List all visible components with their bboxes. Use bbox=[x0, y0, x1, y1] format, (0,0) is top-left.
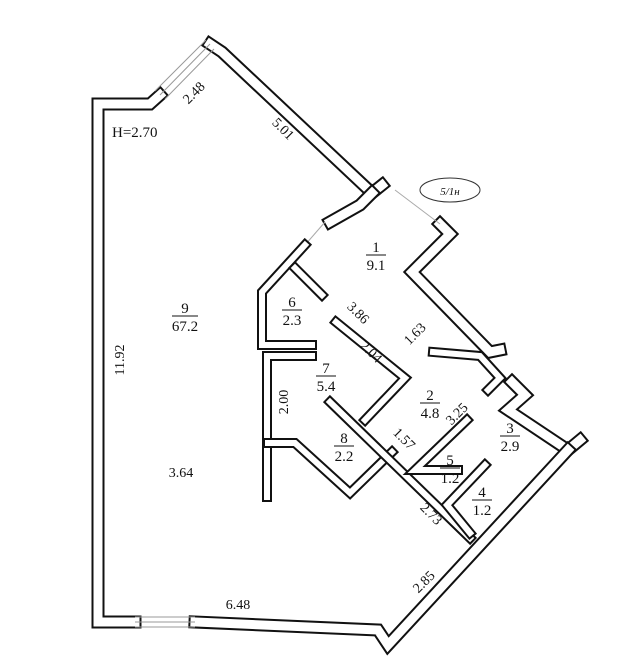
ceiling-height: H=2.70 bbox=[112, 125, 158, 141]
svg-text:3.86: 3.86 bbox=[344, 300, 372, 328]
windows bbox=[135, 39, 215, 628]
room-2: 24.8 bbox=[420, 388, 440, 422]
svg-text:9.1: 9.1 bbox=[367, 258, 386, 274]
room-1: 19.1 bbox=[366, 240, 386, 274]
svg-text:2.00: 2.00 bbox=[277, 390, 292, 415]
room-3: 32.9 bbox=[500, 421, 520, 455]
svg-text:2.48: 2.48 bbox=[181, 80, 209, 108]
svg-text:9: 9 bbox=[181, 301, 189, 317]
svg-text:4.8: 4.8 bbox=[421, 406, 440, 422]
svg-text:5.4: 5.4 bbox=[317, 379, 336, 395]
outer-walls bbox=[91, 34, 590, 656]
svg-text:1.63: 1.63 bbox=[402, 321, 430, 349]
entrance-door bbox=[304, 189, 441, 246]
svg-text:6.48: 6.48 bbox=[226, 598, 251, 613]
svg-text:2.3: 2.3 bbox=[283, 313, 302, 329]
room-9: 967.2 bbox=[172, 301, 198, 335]
room-labels: 19.1 24.8 32.9 41.2 51.2 62.3 75.4 82.2 … bbox=[172, 240, 520, 519]
room-6: 62.3 bbox=[282, 295, 302, 329]
unit-tag-text: 5/1н bbox=[440, 186, 460, 198]
svg-text:4: 4 bbox=[478, 485, 486, 501]
svg-text:3.64: 3.64 bbox=[169, 466, 194, 481]
room-5: 51.2 bbox=[440, 453, 460, 487]
svg-text:11.92: 11.92 bbox=[113, 345, 128, 376]
room-4: 41.2 bbox=[472, 485, 492, 519]
room-7: 75.4 bbox=[316, 361, 336, 395]
svg-text:1: 1 bbox=[372, 240, 380, 256]
interior-walls bbox=[257, 237, 507, 546]
svg-text:8: 8 bbox=[340, 431, 348, 447]
unit-tag: 5/1н bbox=[419, 177, 481, 203]
room-8: 82.2 bbox=[334, 431, 354, 465]
svg-text:7: 7 bbox=[322, 361, 330, 377]
svg-text:6: 6 bbox=[288, 295, 296, 311]
svg-text:5: 5 bbox=[446, 453, 454, 469]
svg-text:2: 2 bbox=[426, 388, 434, 404]
svg-text:67.2: 67.2 bbox=[172, 319, 198, 335]
svg-text:2.2: 2.2 bbox=[335, 449, 354, 465]
svg-text:2.9: 2.9 bbox=[501, 439, 520, 455]
svg-text:1.2: 1.2 bbox=[473, 503, 492, 519]
svg-text:1.2: 1.2 bbox=[441, 471, 460, 487]
svg-text:3: 3 bbox=[506, 421, 514, 437]
